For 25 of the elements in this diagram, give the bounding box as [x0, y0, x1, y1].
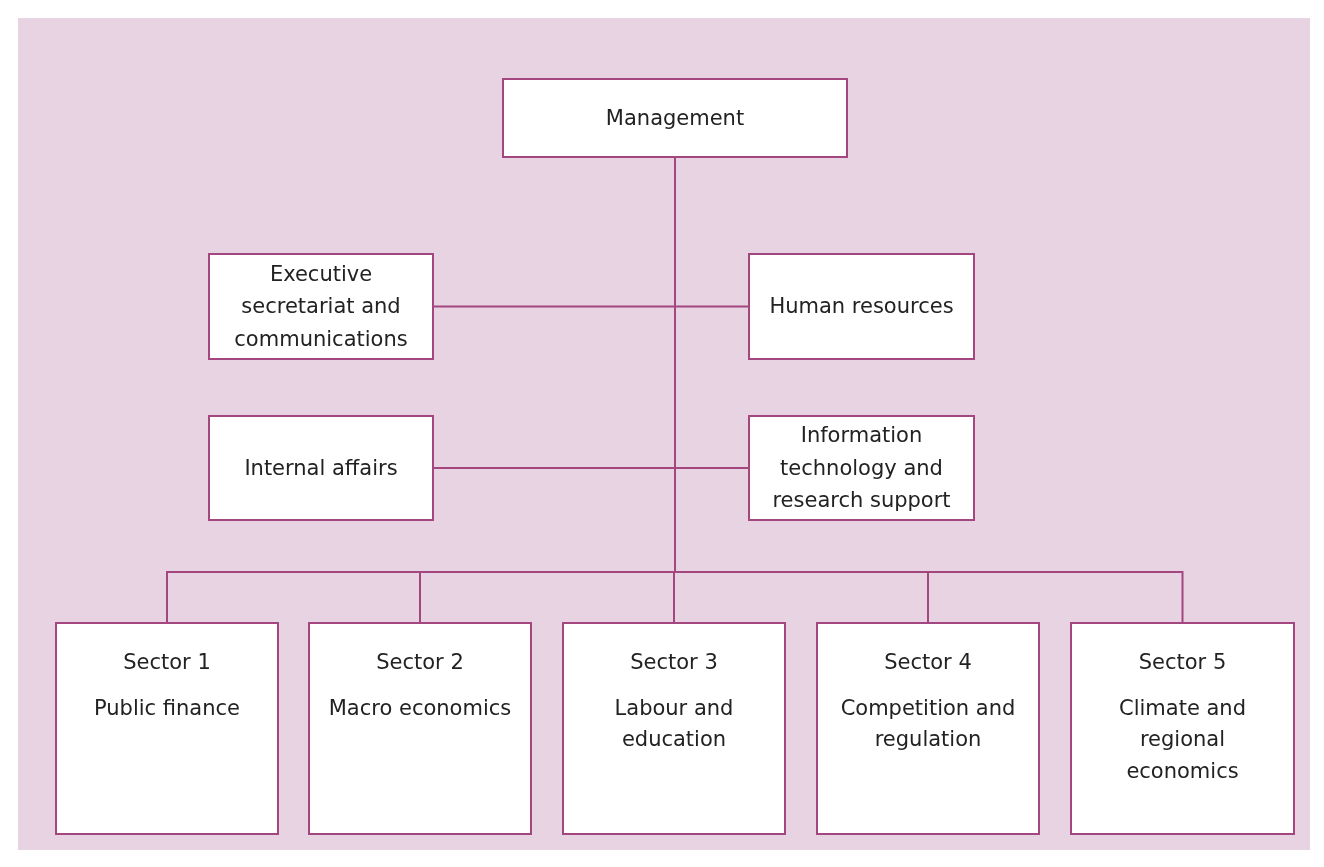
unit-label: Information technology and research support: [771, 422, 952, 515]
unit-label: Internal affairs: [244, 454, 398, 482]
unit-box: [748, 253, 975, 360]
unit-label: Competition and regulation: [839, 694, 1017, 754]
sector-box: [816, 622, 1040, 835]
unit-box: [748, 415, 975, 521]
unit-label: Executive secretariat and communications: [233, 260, 409, 353]
unit-box: [208, 253, 434, 360]
sector-box: [55, 622, 279, 835]
unit-label: Labour and education: [613, 694, 735, 754]
unit-label: Macro economics: [328, 694, 512, 722]
sector-title: Sector 5: [1138, 649, 1227, 676]
sector-title: Sector 1: [123, 649, 211, 676]
unit-box: [208, 415, 434, 521]
sector-title: Sector 2: [376, 649, 464, 676]
sector-title: Sector 4: [884, 649, 972, 676]
unit-label: Climate and regional economics: [1118, 694, 1247, 785]
unit-label: Management: [605, 104, 745, 132]
sector-box: [562, 622, 786, 835]
unit-label: Public finance: [94, 694, 240, 722]
sector-box: [1070, 622, 1295, 835]
unit-label: Human resources: [769, 293, 954, 321]
unit-box: [502, 78, 848, 158]
sector-box: [308, 622, 532, 835]
sector-title: Sector 3: [630, 649, 718, 676]
